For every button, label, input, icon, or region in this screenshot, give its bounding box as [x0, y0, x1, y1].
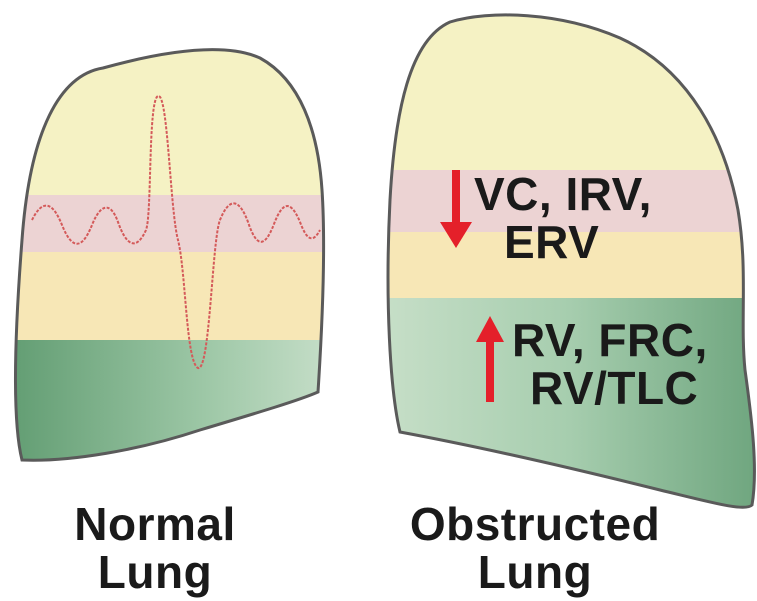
decreased-volumes-line1: VC, IRV, [474, 170, 652, 218]
normal-lung-caption-line1: Normal [40, 500, 270, 548]
normal-lung [0, 40, 340, 480]
normal-lung-top-band [0, 40, 340, 195]
obstructed-lung-caption: Obstructed Lung [380, 500, 690, 597]
obstructed-lung-caption-line1: Obstructed [380, 500, 690, 548]
normal-lung-yellow-band [0, 252, 340, 340]
obstructed-lung-top-band [380, 0, 757, 170]
increased-volumes-line2: RV/TLC [512, 364, 708, 412]
normal-lung-caption: Normal Lung [40, 500, 270, 597]
decreased-volumes-label: VC, IRV, ERV [474, 170, 652, 267]
increased-volumes-line1: RV, FRC, [512, 316, 708, 364]
normal-lung-caption-line2: Lung [40, 548, 270, 596]
increased-volumes-label: RV, FRC, RV/TLC [512, 316, 708, 413]
normal-lung-pink-band [0, 195, 340, 252]
obstructed-lung-caption-line2: Lung [380, 548, 690, 596]
decreased-volumes-line2: ERV [474, 218, 652, 266]
